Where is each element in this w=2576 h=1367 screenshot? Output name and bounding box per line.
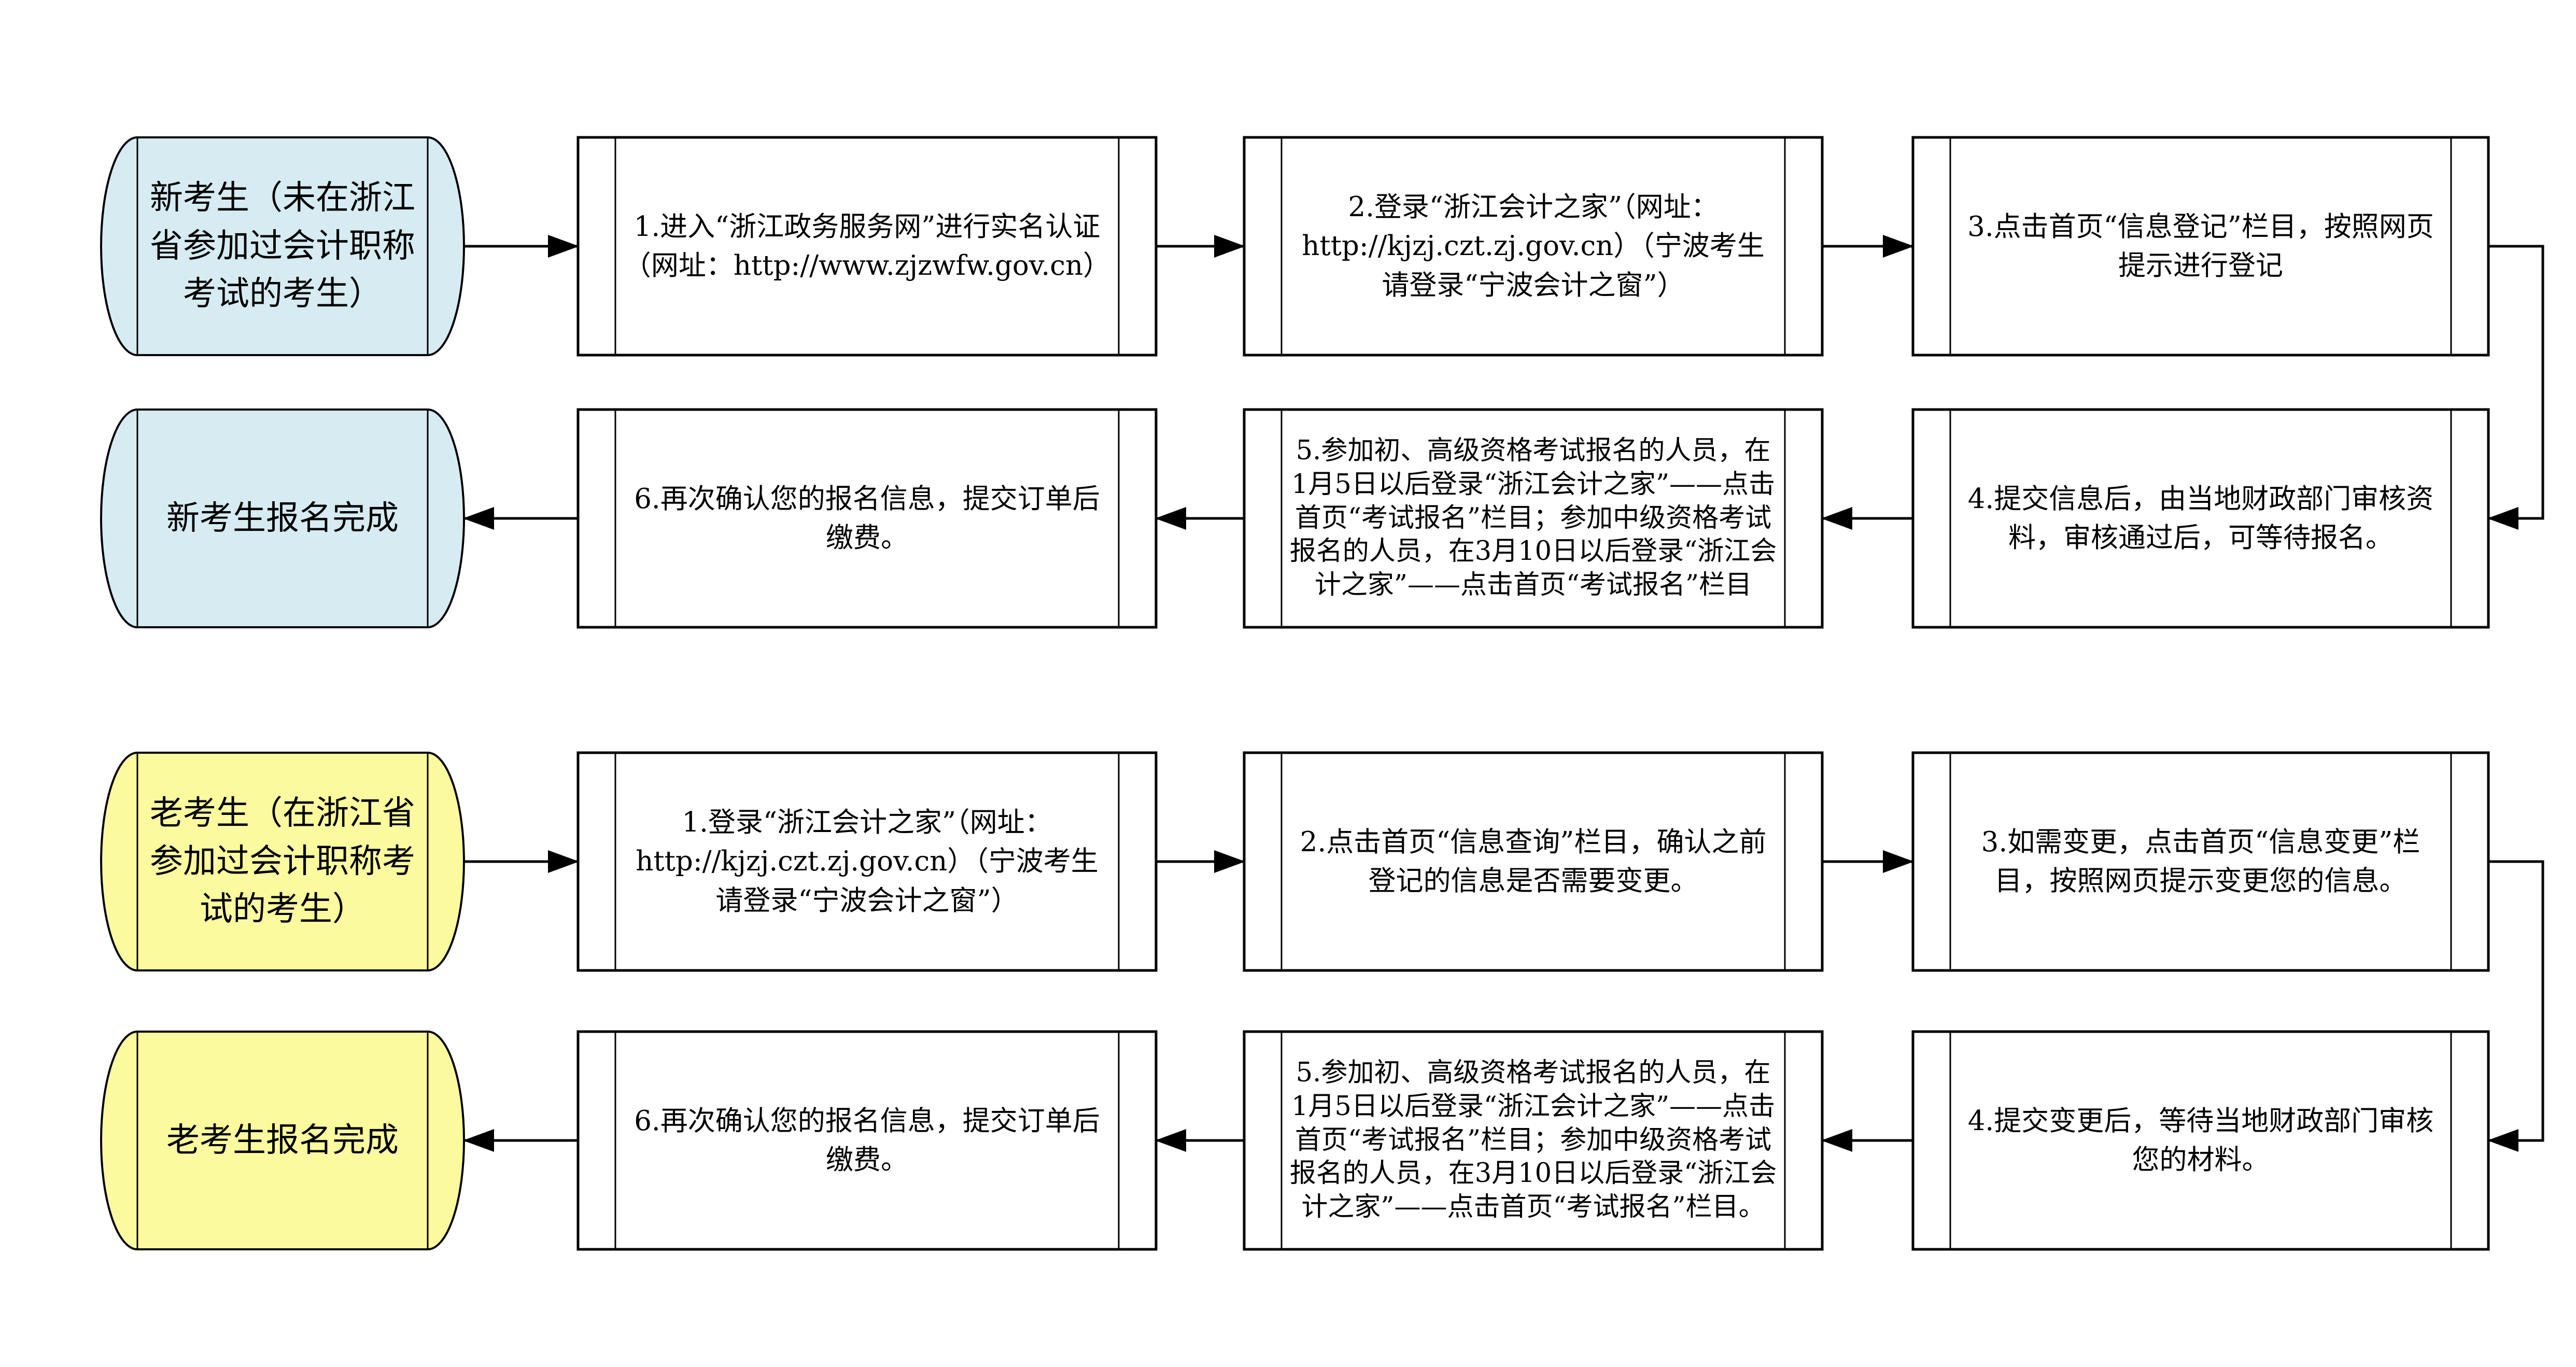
terminal-shapes [100, 136, 465, 1250]
process-box-old-step3 [1911, 751, 2490, 972]
terminal-shape-new-start [100, 136, 465, 356]
terminal-shape-old-end [100, 1031, 465, 1250]
process-box-new-step4 [1911, 408, 2490, 629]
process-box-side-bars [614, 137, 2452, 1249]
process-box-new-step6 [576, 408, 1158, 629]
process-box-new-step1 [576, 136, 1158, 357]
process-box-new-step5 [1243, 408, 1824, 629]
loop-connector [2487, 860, 2544, 1152]
terminal-shape-new-end [100, 408, 465, 628]
process-box-old-step1 [576, 751, 1158, 972]
process-box-old-step6 [576, 1030, 1158, 1251]
process-box-old-step4 [1911, 1030, 2490, 1251]
process-box-old-step2 [1243, 751, 1824, 972]
terminal-shape-old-start [100, 752, 465, 971]
process-box-new-step3 [1911, 136, 2490, 357]
process-box-old-step5 [1243, 1030, 1824, 1251]
loop-connector [2487, 245, 2544, 530]
process-boxes [576, 136, 2490, 1251]
process-box-new-step2 [1243, 136, 1824, 357]
flow-connectors [463, 235, 2544, 1152]
